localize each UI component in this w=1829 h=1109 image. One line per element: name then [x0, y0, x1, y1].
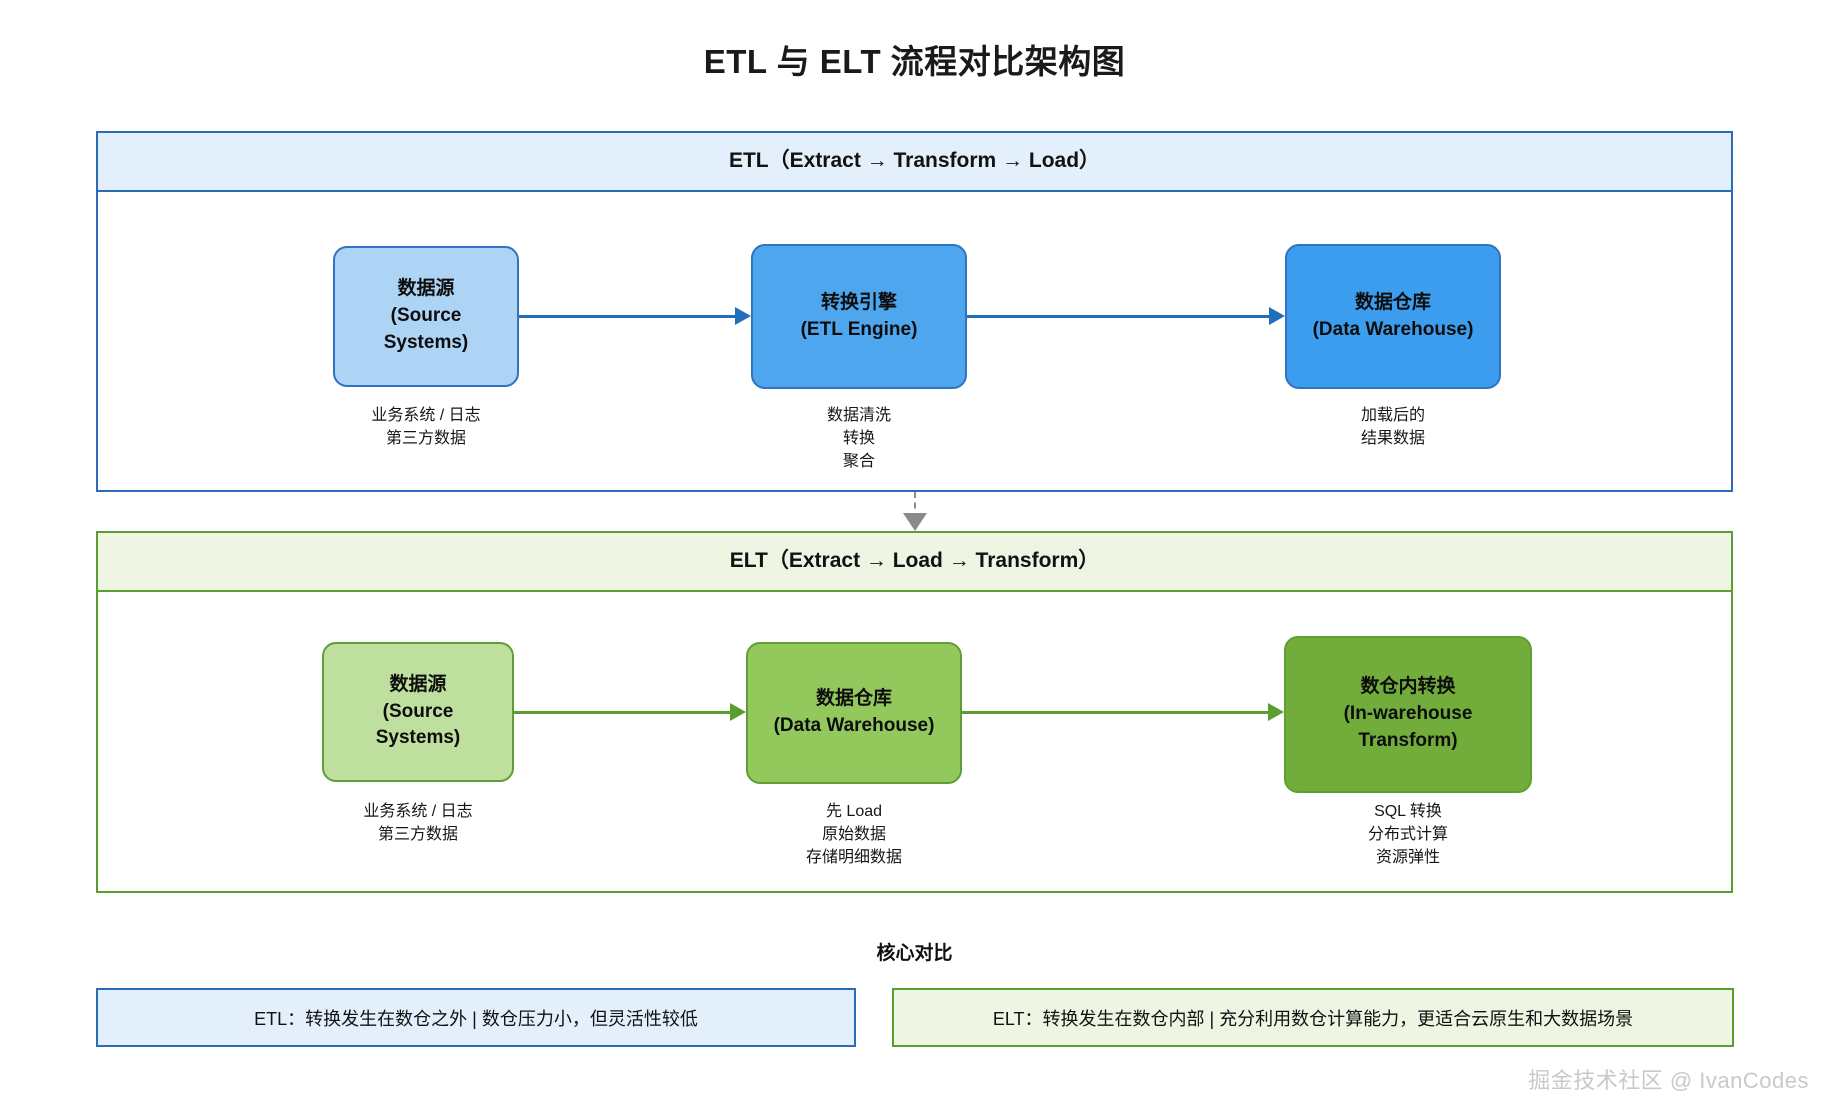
comparison-box-etl: ETL：转换发生在数仓之外 | 数仓压力小，但灵活性较低 — [96, 988, 856, 1047]
arrowhead-etl-to-elt — [903, 513, 927, 531]
etl-panel-body: 数据源 (Source Systems) 转换引擎 (ETL Engine) 数… — [98, 192, 1731, 490]
connector-etl-to-elt — [914, 492, 918, 519]
etl-panel-header: ETL（Extract → Transform → Load） — [98, 133, 1731, 192]
caption-elt-data-warehouse: 先 Load 原始数据 存储明细数据 — [805, 803, 902, 867]
caption-etl-engine: 数据清洗 转换 聚合 — [826, 407, 891, 471]
watermark: 掘金技术社区 @ IvanCodes — [1528, 1068, 1809, 1093]
elt-panel-header: ELT（Extract → Load → Transform） — [98, 533, 1731, 592]
connector-elt-warehouse-to-transform — [962, 711, 1268, 714]
caption-elt-source-systems: 业务系统 / 日志 第三方数据 — [363, 803, 473, 844]
node-elt-data-warehouse[interactable]: 数据仓库 (Data Warehouse) — [746, 642, 962, 784]
arrowhead-elt-warehouse-to-transform — [1268, 703, 1284, 721]
etl-panel: ETL（Extract → Transform → Load） 数据源 (Sou… — [96, 131, 1733, 492]
node-elt-in-warehouse-transform[interactable]: 数仓内转换 (In-warehouse Transform) — [1284, 636, 1532, 793]
page-title: ETL 与 ELT 流程对比架构图 — [703, 43, 1126, 80]
caption-elt-in-warehouse-transform: SQL 转换 分布式计算 资源弹性 — [1367, 803, 1448, 867]
caption-etl-source-systems: 业务系统 / 日志 第三方数据 — [371, 407, 481, 448]
arrowhead-elt-source-to-warehouse — [730, 703, 746, 721]
elt-panel-body: 数据源 (Source Systems) 数据仓库 (Data Warehous… — [98, 592, 1731, 891]
comparison-box-elt: ELT：转换发生在数仓内部 | 充分利用数仓计算能力，更适合云原生和大数据场景 — [892, 988, 1734, 1047]
node-elt-source-systems[interactable]: 数据源 (Source Systems) — [322, 642, 514, 782]
arrowhead-etl-source-to-engine — [735, 307, 751, 325]
node-etl-source-systems[interactable]: 数据源 (Source Systems) — [333, 246, 519, 387]
connector-etl-engine-to-warehouse — [967, 315, 1269, 318]
caption-etl-data-warehouse: 加载后的 结果数据 — [1360, 407, 1425, 448]
arrowhead-etl-engine-to-warehouse — [1269, 307, 1285, 325]
node-etl-engine[interactable]: 转换引擎 (ETL Engine) — [751, 244, 967, 389]
node-etl-data-warehouse[interactable]: 数据仓库 (Data Warehouse) — [1285, 244, 1501, 389]
comparison-title: 核心对比 — [876, 943, 953, 964]
elt-panel: ELT（Extract → Load → Transform） 数据源 (Sou… — [96, 531, 1733, 893]
connector-elt-source-to-warehouse — [514, 711, 730, 714]
connector-etl-source-to-engine — [519, 315, 735, 318]
